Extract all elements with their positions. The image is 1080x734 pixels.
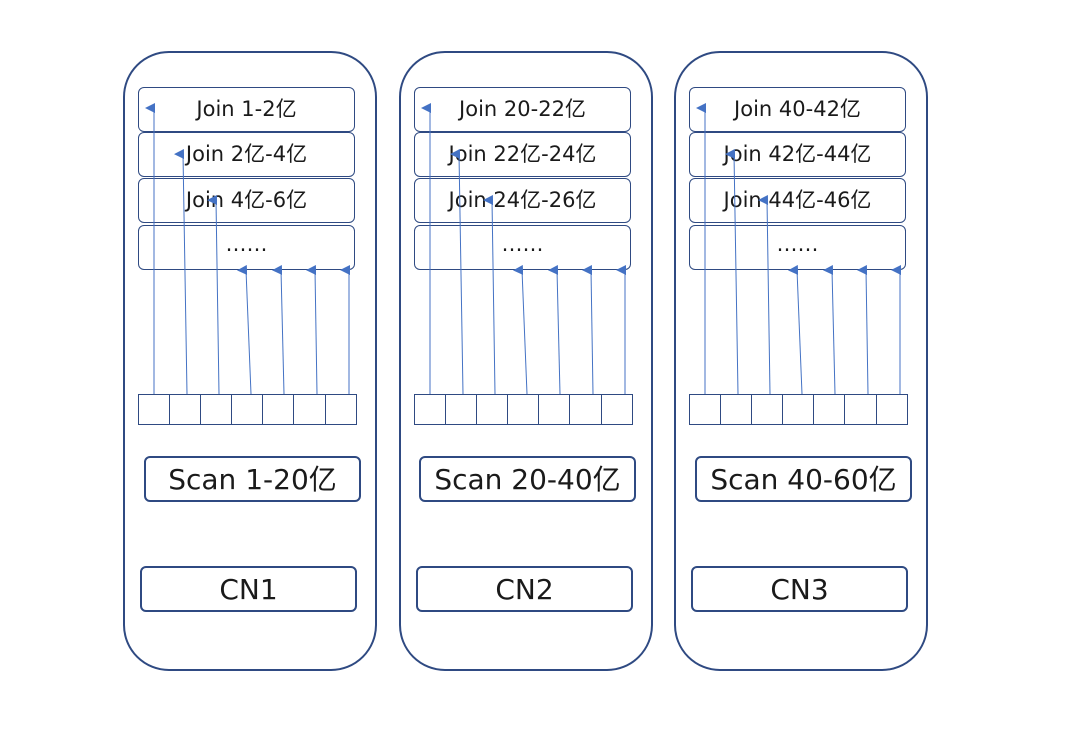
buffer-cell xyxy=(844,394,878,425)
join-box: Join 1-2亿 xyxy=(138,87,355,132)
buffer-cell xyxy=(689,394,722,425)
cn-label-box: CN1 xyxy=(140,566,357,612)
buffer-cell xyxy=(231,394,264,425)
buffer-cell xyxy=(262,394,296,425)
buffer-cell xyxy=(751,394,784,425)
join-ellipsis-box: …… xyxy=(414,225,631,270)
buffer-cell xyxy=(445,394,478,425)
node-panel-cn2 xyxy=(399,51,653,671)
scan-box: Scan 20-40亿 xyxy=(419,456,636,502)
join-box: Join 2亿-4亿 xyxy=(138,132,355,177)
buffer-cell xyxy=(720,394,753,425)
buffer-cell xyxy=(476,394,509,425)
join-box: Join 22亿-24亿 xyxy=(414,132,631,177)
buffer-cell xyxy=(507,394,540,425)
join-box: Join 44亿-46亿 xyxy=(689,178,906,223)
buffer-cell xyxy=(414,394,447,425)
join-box: Join 40-42亿 xyxy=(689,87,906,132)
buffer-cell xyxy=(169,394,202,425)
scan-buffer-cells-cn1 xyxy=(138,394,358,425)
buffer-cell xyxy=(875,394,909,425)
buffer-cell xyxy=(600,394,634,425)
buffer-cell xyxy=(813,394,847,425)
join-box: Join 20-22亿 xyxy=(414,87,631,132)
scan-box: Scan 1-20亿 xyxy=(144,456,361,502)
join-ellipsis-box: …… xyxy=(138,225,355,270)
scan-box: Scan 40-60亿 xyxy=(695,456,912,502)
buffer-cell xyxy=(200,394,233,425)
node-panel-cn1 xyxy=(123,51,377,671)
cn-label-box: CN2 xyxy=(416,566,633,612)
scan-buffer-cells-cn2 xyxy=(414,394,634,425)
buffer-cell xyxy=(324,394,358,425)
node-panel-cn3 xyxy=(674,51,928,671)
buffer-cell xyxy=(138,394,171,425)
join-ellipsis-box: …… xyxy=(689,225,906,270)
cn-label-box: CN3 xyxy=(691,566,908,612)
scan-buffer-cells-cn3 xyxy=(689,394,909,425)
buffer-cell xyxy=(569,394,603,425)
buffer-cell xyxy=(538,394,572,425)
join-box: Join 4亿-6亿 xyxy=(138,178,355,223)
join-box: Join 24亿-26亿 xyxy=(414,178,631,223)
buffer-cell xyxy=(782,394,815,425)
join-box: Join 42亿-44亿 xyxy=(689,132,906,177)
buffer-cell xyxy=(293,394,327,425)
